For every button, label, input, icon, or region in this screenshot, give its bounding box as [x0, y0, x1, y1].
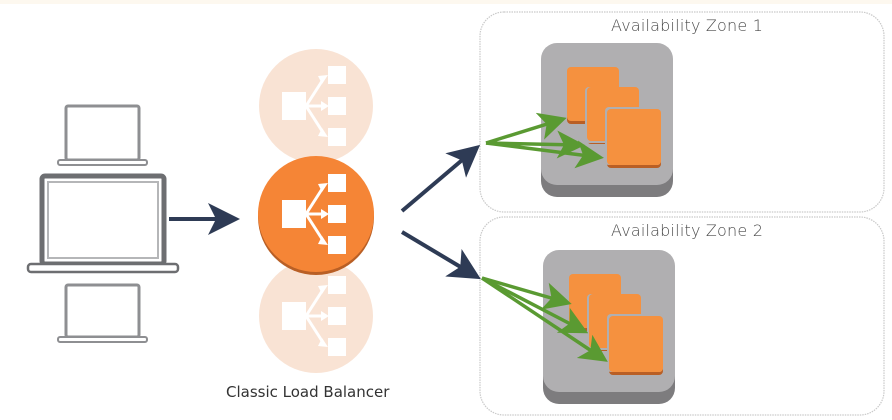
- load-balancer-faded-bottom: [259, 259, 373, 373]
- availability-zone-2: [479, 216, 885, 416]
- ec2-auto-scaling-group-icon: [543, 250, 675, 404]
- laptop-icon: [57, 104, 148, 166]
- load-balancer-label: Classic Load Balancer: [226, 383, 390, 401]
- availability-zone-1: [479, 11, 885, 213]
- laptop-icon: [57, 283, 148, 343]
- arrow-lb-to-zone-1: [400, 144, 481, 213]
- zone-1-label: Availability Zone 1: [611, 16, 764, 35]
- arrow-lb-to-zone-2: [400, 230, 481, 280]
- green-arrows-zone-2: [481, 276, 608, 362]
- top-band: [0, 0, 892, 4]
- green-arrows-zone-1: [485, 112, 604, 169]
- ec2-auto-scaling-group-icon: [541, 43, 673, 197]
- laptop-icon: [26, 173, 180, 274]
- zone-2-label: Availability Zone 2: [611, 221, 764, 240]
- load-balancer-active: [258, 156, 374, 275]
- load-balancer-faded-top: [259, 49, 373, 163]
